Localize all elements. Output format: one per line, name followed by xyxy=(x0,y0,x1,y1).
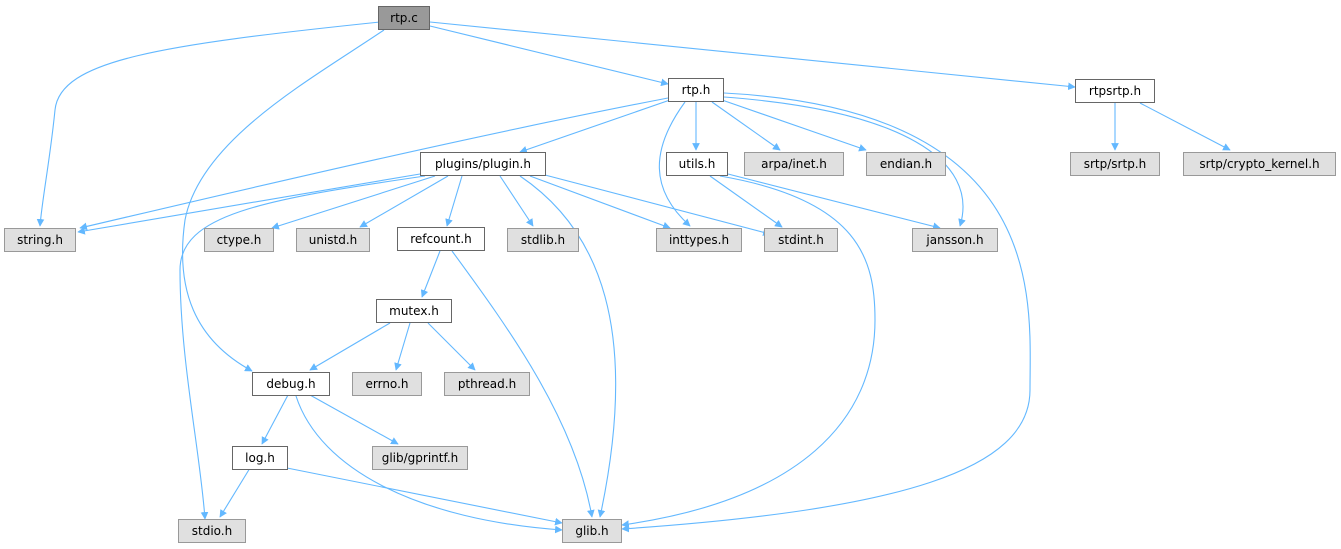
node-rtpsrtp-h[interactable]: rtpsrtp.h xyxy=(1075,79,1155,103)
edge-rtp-c-string-h xyxy=(36,21,381,227)
node-unistd-h[interactable]: unistd.h xyxy=(296,228,370,252)
node-srtp-srtp-h[interactable]: srtp/srtp.h xyxy=(1070,152,1160,176)
node-glib-gprintf-h[interactable]: glib/gprintf.h xyxy=(372,446,468,470)
edge-utils-h-jansson-h xyxy=(727,173,941,231)
node-arpa-inet-h[interactable]: arpa/inet.h xyxy=(744,152,844,176)
edge-refcount-h-mutex-h xyxy=(420,250,441,298)
edge-plugin-h-stdlib-h xyxy=(499,175,534,227)
edge-plugin-h-ctype-h xyxy=(271,175,436,230)
edge-plugin-h-glib-h xyxy=(519,175,617,518)
edge-debug-h-gprintf-h xyxy=(309,394,399,445)
node-endian-h[interactable]: endian.h xyxy=(866,152,946,176)
node-mutex-h[interactable]: mutex.h xyxy=(376,299,452,323)
node-pthread-h[interactable]: pthread.h xyxy=(444,372,530,396)
edge-rtp-h-string-h xyxy=(79,97,669,231)
node-utils-h[interactable]: utils.h xyxy=(666,152,728,176)
edge-debug-h-log-h xyxy=(261,394,289,445)
edge-rtp-c-debug-h xyxy=(182,29,385,372)
edge-rtp-h-endian-h xyxy=(721,99,867,152)
edge-rtp-c-rtpsrtp-h xyxy=(429,21,1076,91)
edge-debug-h-glib-h xyxy=(295,395,563,534)
node-srtp-crypto-kernel-h[interactable]: srtp/crypto_kernel.h xyxy=(1183,152,1336,176)
edge-utils-h-stdint-h xyxy=(709,175,783,228)
node-plugins-plugin-h[interactable]: plugins/plugin.h xyxy=(420,152,546,176)
edge-plugin-h-string-h xyxy=(77,173,421,235)
edge-plugin-h-inttypes-h xyxy=(529,175,671,230)
edge-plugin-h-stdio-h xyxy=(179,175,426,520)
edge-refcount-h-glib-h xyxy=(451,250,595,518)
node-debug-h[interactable]: debug.h xyxy=(252,372,330,396)
edge-mutex-h-debug-h xyxy=(309,322,391,371)
node-log-h[interactable]: log.h xyxy=(232,446,288,470)
node-string-h[interactable]: string.h xyxy=(4,228,76,252)
edge-log-h-stdio-h xyxy=(219,467,251,518)
edge-mutex-h-pthread-h xyxy=(427,322,476,371)
node-jansson-h[interactable]: jansson.h xyxy=(912,228,998,252)
edge-rtpsrtp-h-crypto-kernel-h xyxy=(1139,102,1231,151)
node-errno-h[interactable]: errno.h xyxy=(352,372,422,396)
edge-mutex-h-errno-h xyxy=(394,322,411,371)
node-glib-h[interactable]: glib.h xyxy=(562,519,622,543)
node-inttypes-h[interactable]: inttypes.h xyxy=(656,228,742,252)
edge-rtp-h-plugin-h xyxy=(519,99,671,154)
edge-plugin-h-refcount-h xyxy=(445,175,463,227)
node-rtp-h[interactable]: rtp.h xyxy=(668,78,724,102)
node-stdlib-h[interactable]: stdlib.h xyxy=(507,228,579,252)
node-stdint-h[interactable]: stdint.h xyxy=(764,228,838,252)
node-stdio-h[interactable]: stdio.h xyxy=(178,519,246,543)
node-rtp-c[interactable]: rtp.c xyxy=(378,6,430,30)
edge-plugin-h-stdint-h xyxy=(544,174,771,236)
edge-log-h-glib-h xyxy=(286,467,563,526)
node-refcount-h[interactable]: refcount.h xyxy=(397,227,485,251)
edge-rtp-h-arpa-inet-h xyxy=(711,101,781,151)
node-ctype-h[interactable]: ctype.h xyxy=(204,228,274,252)
edge-rtp-h-glib-h xyxy=(621,92,1031,533)
edge-rtp-h-inttypes-h xyxy=(658,101,691,227)
edge-utils-h-glib-h xyxy=(621,175,876,528)
edge-rtp-c-rtp-h xyxy=(429,25,669,87)
edge-rtp-h-jansson-h xyxy=(723,96,966,227)
edge-plugin-h-unistd-h xyxy=(359,175,449,228)
